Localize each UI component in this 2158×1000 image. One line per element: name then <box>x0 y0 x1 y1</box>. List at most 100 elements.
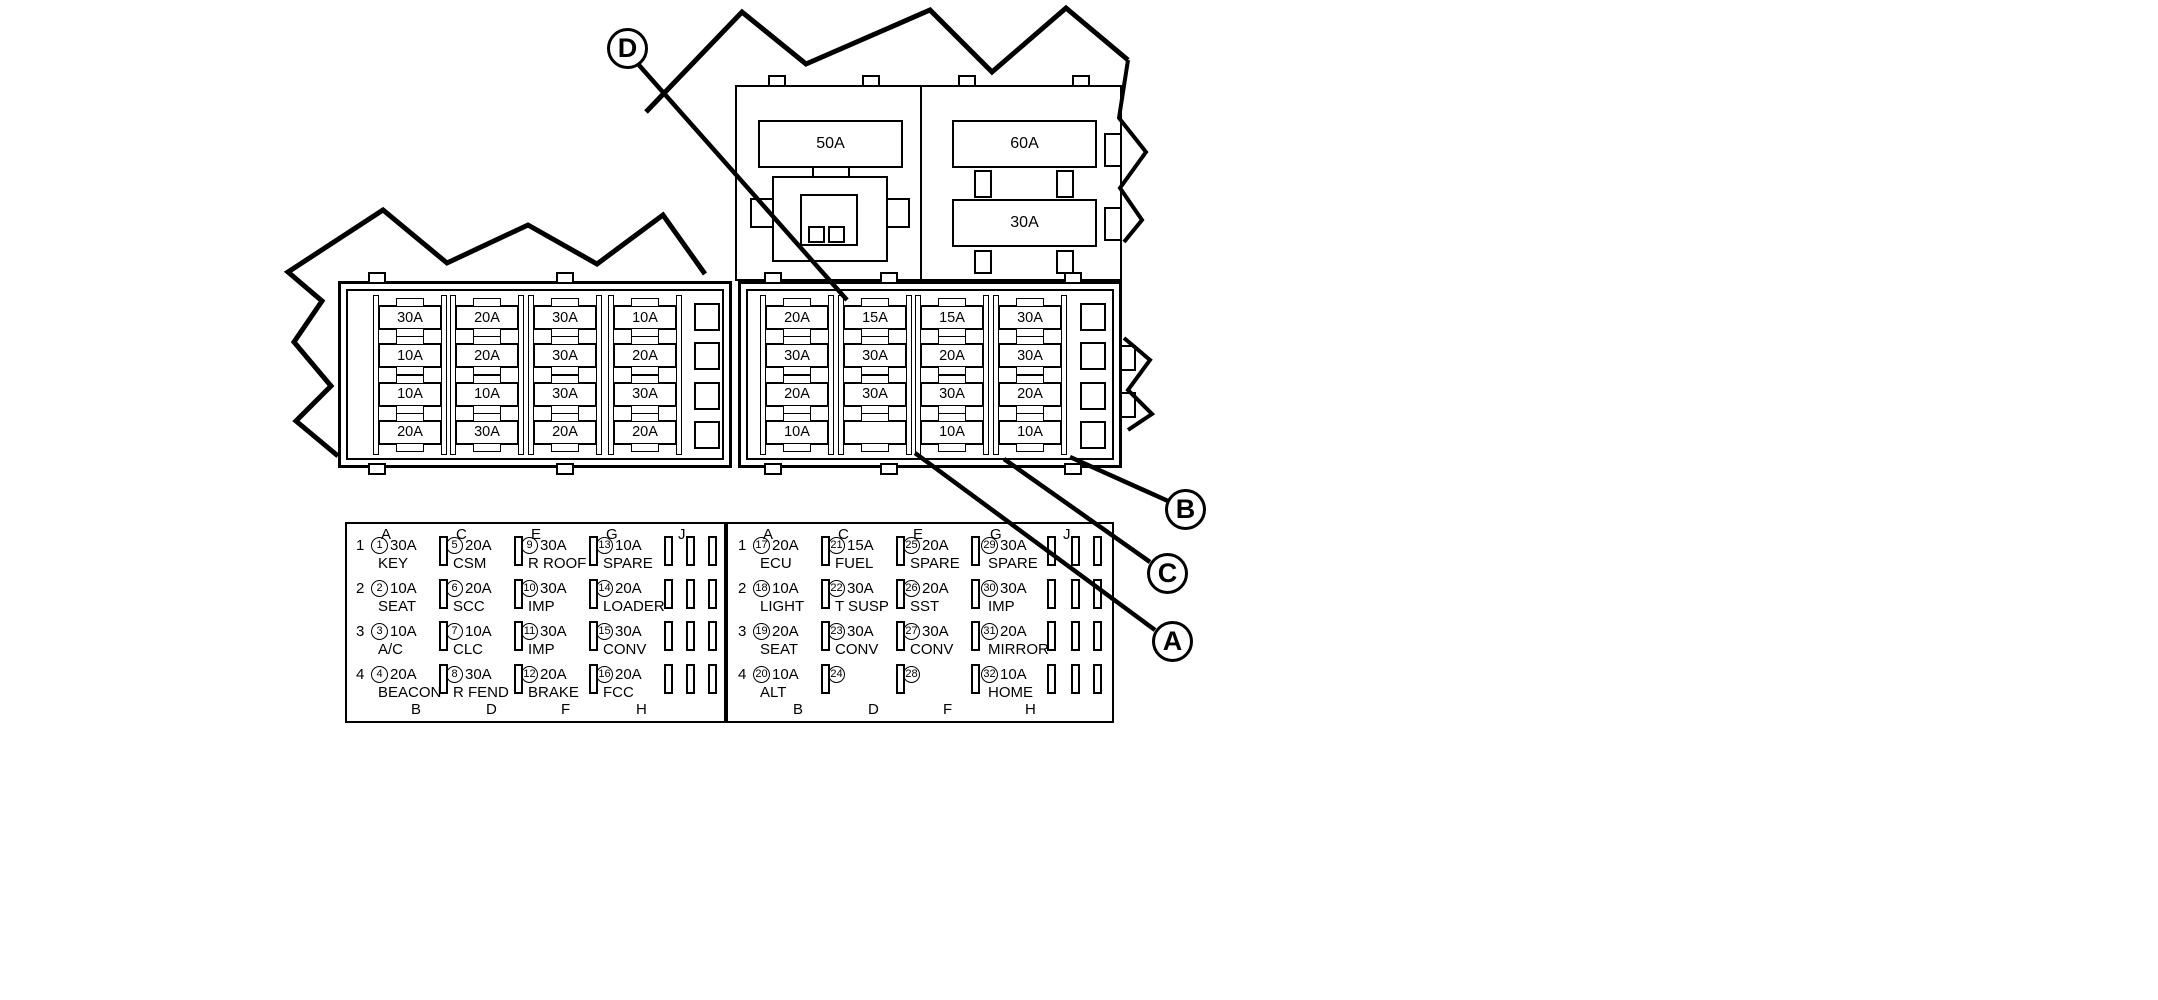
fuse: 20A <box>533 419 597 445</box>
connector-letter: H <box>1025 701 1036 718</box>
connector-symbol <box>1070 621 1080 652</box>
fuse: 10A <box>920 419 984 445</box>
empty-slot <box>1080 420 1106 449</box>
connector-letter: B <box>411 701 422 718</box>
fuse-number: 20 <box>753 665 770 683</box>
connector-symbol <box>970 663 980 694</box>
fuse-amp: 10A <box>772 579 799 597</box>
relay-detail <box>828 226 845 243</box>
connector-symbol <box>438 621 448 652</box>
connector-symbol-column <box>818 536 832 694</box>
fuse-column: 15A 20A 30A 10A <box>915 295 989 455</box>
fuse-number: 17 <box>753 536 770 554</box>
empty-slot <box>694 420 720 449</box>
fuse: 10A <box>378 381 442 407</box>
connector-symbol <box>685 663 695 694</box>
connector-symbol <box>663 578 673 609</box>
fuse-label: T SUSP <box>835 598 889 615</box>
connector-symbol-column <box>683 536 697 694</box>
fuse-label: SPARE <box>603 555 653 572</box>
connector-symbol <box>895 663 905 694</box>
maxi-fuse-60a: 60A <box>952 120 1097 168</box>
connector-symbol-column <box>436 536 450 694</box>
fuse-amp: 20A <box>465 579 492 597</box>
fuse-amp: 30A <box>540 622 567 640</box>
relay-detail <box>974 250 992 274</box>
connector-symbol <box>588 536 598 566</box>
connector-symbol <box>663 536 673 566</box>
connector-symbol <box>895 536 905 566</box>
connector-symbol <box>895 621 905 652</box>
fuse-number: 19 <box>753 622 770 640</box>
connector-symbol <box>820 578 830 609</box>
connector-symbol-column <box>1044 536 1058 694</box>
fuse: 15A <box>920 305 984 330</box>
legend-row-number: 2 <box>356 580 365 597</box>
fuse: 20A <box>998 381 1062 407</box>
fuse: 20A <box>378 419 442 445</box>
fuse: 30A <box>920 381 984 407</box>
connector-letter: D <box>486 701 497 718</box>
connector-letter: C <box>456 526 467 543</box>
fuse-amp: 20A <box>772 622 799 640</box>
fuse-amp: 20A <box>540 665 567 683</box>
fuse: 20A <box>765 305 829 330</box>
fuse-number: 31 <box>981 622 998 640</box>
connector-letter: F <box>943 701 953 718</box>
fuse: 20A <box>613 419 677 445</box>
connector-letter: C <box>838 526 849 543</box>
fuse-label: SPARE <box>910 555 960 572</box>
connector-symbol <box>438 663 448 694</box>
fuse-amp: 20A <box>922 536 949 554</box>
connector-symbol <box>513 578 523 609</box>
relay-side-tab <box>1104 207 1122 241</box>
fuse-amp: 30A <box>540 579 567 597</box>
fuse: 30A <box>378 305 442 330</box>
fuse-label: CSM <box>453 555 487 572</box>
fuse-label: CONV <box>835 641 879 658</box>
connector-symbol <box>1046 536 1056 566</box>
empty-slot <box>1080 342 1106 371</box>
fuse: 30A <box>843 381 907 407</box>
fuse-label: CONV <box>910 641 954 658</box>
fuse-number: 1 <box>371 536 388 554</box>
legend-row-number: 4 <box>356 666 365 683</box>
connector-symbol <box>820 663 830 694</box>
connector-symbol <box>1046 621 1056 652</box>
connector-letter: G <box>606 526 618 543</box>
empty-slot <box>1080 303 1106 331</box>
fuse-label: ECU <box>760 555 792 572</box>
connector-symbol <box>1046 663 1056 694</box>
connector-symbol <box>895 578 905 609</box>
connector-symbol <box>513 663 523 694</box>
fuse: 20A <box>765 381 829 407</box>
connector-letter: D <box>868 701 879 718</box>
connector-symbol <box>1092 578 1102 609</box>
connector-symbol <box>663 663 673 694</box>
connector-symbol <box>1070 578 1080 609</box>
fuse: 20A <box>920 343 984 369</box>
connector-symbol <box>970 536 980 566</box>
fuse-label: R FEND <box>453 684 509 701</box>
callout-b: B <box>1165 489 1206 530</box>
legend-row-number: 1 <box>738 537 747 554</box>
fuse-amp: 20A <box>615 665 642 683</box>
legend-row-number: 3 <box>738 623 747 640</box>
legend-entry: 28 <box>903 665 977 684</box>
legend-row-number: 2 <box>738 580 747 597</box>
relay-detail <box>886 198 910 228</box>
fuse-label: IMP <box>528 598 555 615</box>
fuse: 30A <box>998 343 1062 369</box>
fuse: 30A <box>843 343 907 369</box>
connector-symbol-column <box>661 536 675 694</box>
fuse-label: FCC <box>603 684 634 701</box>
fuse-amp: 30A <box>922 622 949 640</box>
